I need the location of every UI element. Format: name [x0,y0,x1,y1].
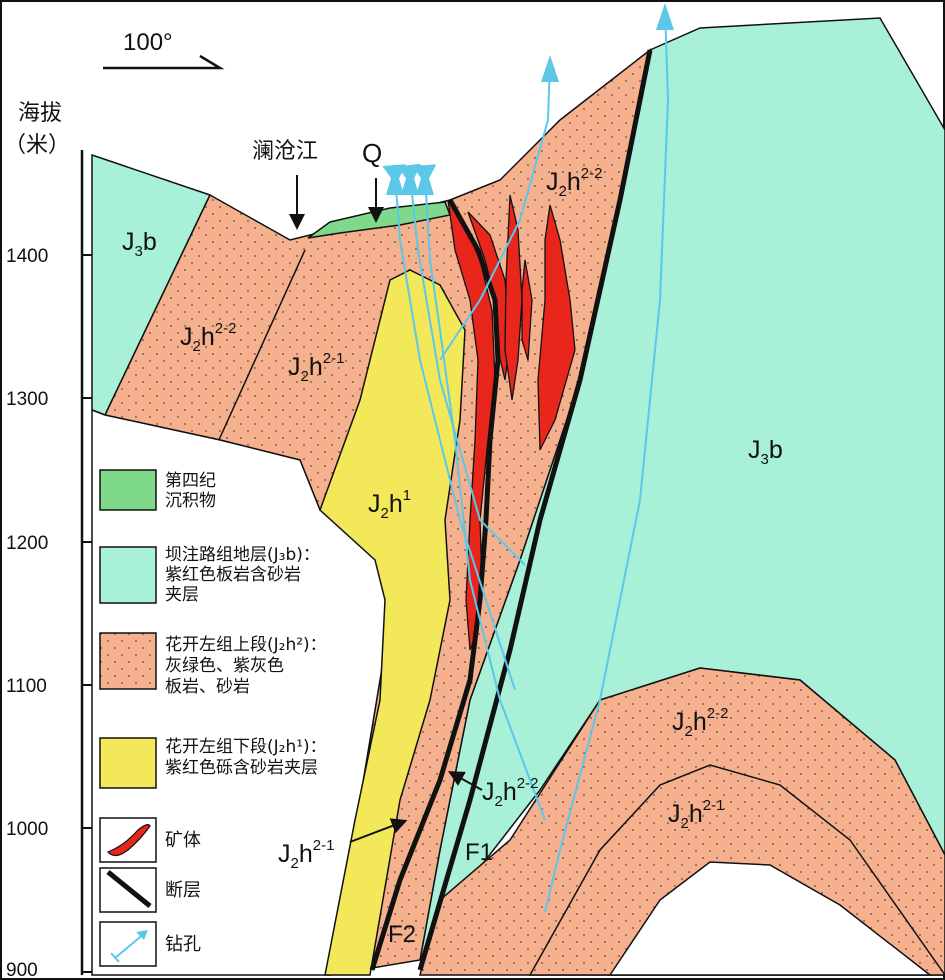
legend-text-drill: 钻孔 [165,934,201,955]
legend-text-quaternary-1: 第四纪 [165,471,216,491]
legend-text-quaternary-2: 沉积物 [165,491,216,511]
label-j2h1: J2h1 [368,487,411,522]
legend-drill-arrow-icon [136,930,148,940]
label-j2h21-callout: J2h2-1 [278,837,334,872]
quaternary-map-label: Q [362,138,382,168]
label-j2h22-left: J2h2-2 [180,320,236,355]
legend-text-fault: 断层 [165,880,201,901]
tick-label-1200: 1200 [6,533,48,554]
unit-j2h1 [319,269,466,976]
tick-label-1300: 1300 [6,389,48,410]
label-j2h22-fold: J2h2-2 [672,705,728,740]
legend-drill-icon [114,932,146,959]
legend-text-upper-2: 灰绿色、紫灰色 [165,656,284,676]
label-j2h22-top: J2h2-2 [546,165,602,200]
river-label: 澜沧江 [252,139,318,164]
tick-label-1000: 1000 [6,819,48,840]
legend-swatch-quaternary [99,469,157,511]
legend-text-lower-1: 花开左组下段(J₂h¹)： [165,737,327,757]
legend-swatch-upper [99,632,157,690]
elevation-ticks [82,254,92,973]
legend-text-bazhulu-3: 夹层 [165,585,199,605]
fault-label-f2: F2 [388,921,416,948]
legend-fault-icon [106,870,152,908]
legend-text-bazhulu-2: 紫红色板岩含砂岩 [165,565,301,585]
drill-arrowheads [386,3,674,195]
label-j2h22-callout: J2h2-2 [482,775,538,810]
legend-text-upper-3: 板岩、砂岩 [165,677,250,697]
legend-drill-end-icon [110,952,120,963]
callout-arrow-j2h22 [448,771,483,791]
legend-text-ore: 矿体 [165,830,201,851]
label-j2h21-fold: J2h2-1 [668,797,724,832]
orientation-arrow [103,54,225,70]
legend-text-lower-2: 紫红色砾含砂岩夹层 [165,758,318,778]
label-j3b-right: J3b [748,436,783,468]
callout-arrow-j2h21 [349,818,408,843]
legend-ore-icon [106,824,151,857]
fold-core [608,861,933,976]
fault-label-f1: F1 [465,839,493,866]
contact-line-left [217,249,306,443]
label-j2h21-mid: J2h2-1 [288,350,344,385]
label-j3b-left: J3b [122,228,157,260]
axis-title-line1: 海拔 [18,101,62,126]
legend-swatch-drill [99,921,157,967]
legend-swatch-bazhulu [99,546,157,604]
legend-swatch-lower [99,737,157,789]
ore-bodies [447,194,576,651]
drill-holes [382,7,670,913]
axis-title-line2: （米） [4,133,70,158]
legend-text-upper-1: 花开左组上段(J₂h²)： [165,635,327,655]
legend: 第四纪 沉积物 坝注路组地层(J₃b)： 紫红色板岩含砂岩 夹层 花开左组上段(… [99,469,327,967]
orientation-label: 100° [123,29,173,56]
fault-f1 [417,49,653,971]
tick-label-1400: 1400 [6,246,48,267]
legend-text-bazhulu-1: 坝注路组地层(J₃b)： [165,545,320,565]
tick-label-1100: 1100 [6,676,47,697]
tick-label-900: 900 [6,960,38,980]
